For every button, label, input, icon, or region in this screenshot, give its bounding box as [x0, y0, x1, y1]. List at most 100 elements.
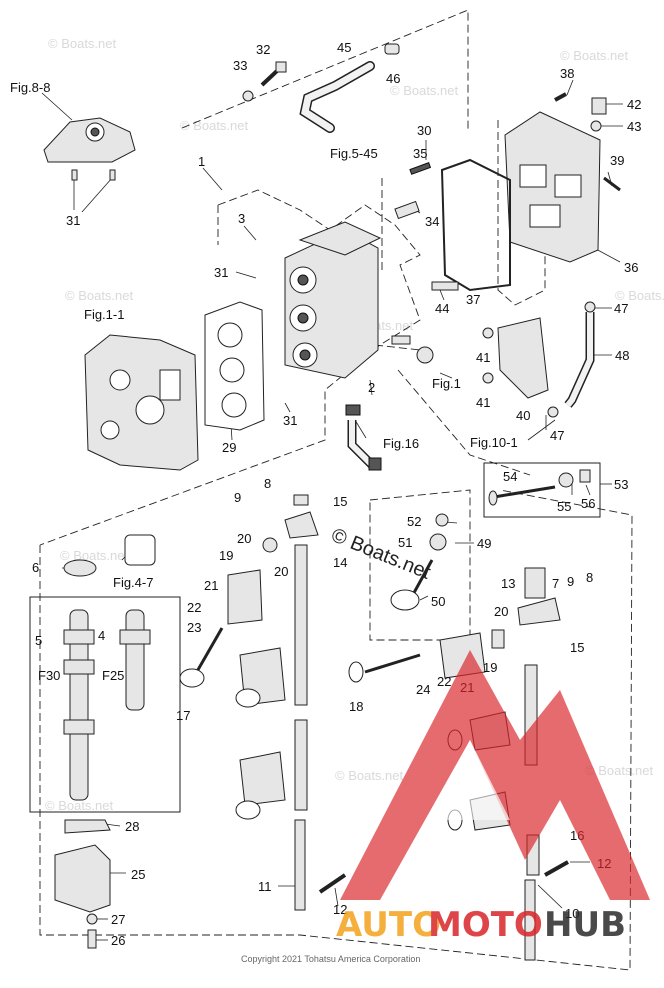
- part-label-f30[interactable]: F30: [38, 668, 60, 683]
- part-label-51[interactable]: 51: [398, 535, 412, 550]
- part-label-12a[interactable]: 12: [333, 902, 347, 917]
- watermark: © Boats.net: [45, 798, 114, 813]
- part-label-4[interactable]: 4: [98, 628, 105, 643]
- part-label-47b[interactable]: 47: [550, 428, 564, 443]
- part-label-17[interactable]: 17: [176, 708, 190, 723]
- part-label-31a[interactable]: 31: [66, 213, 80, 228]
- fig-ref-5-45[interactable]: Fig.5-45: [330, 146, 378, 161]
- logo-moto: MOTO: [428, 905, 543, 945]
- part-label-20b[interactable]: 20: [274, 564, 288, 579]
- part-label-39[interactable]: 39: [610, 153, 624, 168]
- part-label-19b[interactable]: 19: [483, 660, 497, 675]
- cylinder-head-drawing: [284, 221, 382, 379]
- part-label-11[interactable]: 11: [258, 879, 272, 894]
- valve-inset-drawing: [390, 513, 449, 611]
- part-label-56[interactable]: 56: [581, 496, 595, 511]
- rocker-assembly-drawing: [179, 494, 347, 911]
- hose-drawing: [299, 43, 400, 133]
- part-label-28[interactable]: 28: [125, 819, 139, 834]
- part-label-46[interactable]: 46: [386, 71, 400, 86]
- part-label-5[interactable]: 5: [35, 633, 42, 648]
- part-label-44[interactable]: 44: [435, 301, 449, 316]
- part-label-22b[interactable]: 22: [437, 674, 451, 689]
- part-label-35[interactable]: 35: [413, 146, 427, 161]
- part-label-9a[interactable]: 9: [234, 490, 241, 505]
- part-label-8a[interactable]: 8: [264, 476, 271, 491]
- part-label-53[interactable]: 53: [614, 477, 628, 492]
- watermark: © Boats.net: [390, 83, 459, 98]
- part-label-24[interactable]: 24: [416, 682, 430, 697]
- thermostat-drawing: [345, 335, 434, 471]
- head-gasket-drawing: [204, 301, 265, 431]
- logo-hub: HUB: [544, 905, 626, 945]
- part-label-37[interactable]: 37: [466, 292, 480, 307]
- watermark: © Boats.net: [615, 288, 664, 303]
- part-label-48[interactable]: 48: [615, 348, 629, 363]
- part-label-3[interactable]: 3: [238, 211, 245, 226]
- part-label-25[interactable]: 25: [131, 867, 145, 882]
- part-label-9b[interactable]: 9: [567, 574, 574, 589]
- watermark: © Boats.net: [335, 768, 404, 783]
- watermark: © Boats.net: [180, 118, 249, 133]
- part-label-42[interactable]: 42: [627, 97, 641, 112]
- part-label-26[interactable]: 26: [111, 933, 125, 948]
- part-label-55[interactable]: 55: [557, 499, 571, 514]
- watermark: © Boats.net: [48, 36, 117, 51]
- watermark: © Boats.net: [585, 763, 654, 778]
- part-label-7[interactable]: 7: [552, 576, 559, 591]
- leader-lines: [41, 79, 623, 941]
- fig-ref-10-1[interactable]: Fig.10-1: [470, 435, 518, 450]
- part-label-54[interactable]: 54: [503, 469, 517, 484]
- fig-ref-1[interactable]: Fig.1: [432, 376, 461, 391]
- part-label-8b[interactable]: 8: [586, 570, 593, 585]
- part-label-41a[interactable]: 41: [476, 350, 490, 365]
- part-label-34[interactable]: 34: [425, 214, 439, 229]
- part-label-19a[interactable]: 19: [219, 548, 233, 563]
- part-label-13[interactable]: 13: [501, 576, 515, 591]
- part-label-47a[interactable]: 47: [614, 301, 628, 316]
- part-label-45[interactable]: 45: [337, 40, 351, 55]
- part-label-23[interactable]: 23: [187, 620, 201, 635]
- part-label-43[interactable]: 43: [627, 119, 641, 134]
- fig-ref-16[interactable]: Fig.16: [383, 436, 419, 451]
- automotohub-logo: AUTO MOTO HUB: [336, 650, 650, 945]
- engine-block-drawing: [84, 334, 199, 471]
- fig-ref-8-8[interactable]: Fig.8-8: [10, 80, 50, 95]
- part-label-30[interactable]: 30: [417, 123, 431, 138]
- part-label-36[interactable]: 36: [624, 260, 638, 275]
- part-label-32[interactable]: 32: [256, 42, 270, 57]
- part-label-6[interactable]: 6: [32, 560, 39, 575]
- part-label-1[interactable]: 1: [198, 154, 205, 169]
- part-label-15b[interactable]: 15: [570, 640, 584, 655]
- part-label-33[interactable]: 33: [233, 58, 247, 73]
- part-label-21a[interactable]: 21: [204, 578, 218, 593]
- part-label-f25[interactable]: F25: [102, 668, 124, 683]
- part-label-40[interactable]: 40: [516, 408, 530, 423]
- part-label-38[interactable]: 38: [560, 66, 574, 81]
- part-label-31c[interactable]: 31: [283, 413, 297, 428]
- part-label-41b[interactable]: 41: [476, 395, 490, 410]
- bracket-drawing: [43, 117, 136, 181]
- watermark: © Boats.net: [560, 48, 629, 63]
- fig-ref-4-7[interactable]: Fig.4-7: [113, 575, 153, 590]
- figure-references: Fig.8-8 Fig.5-45 Fig.1-1 Fig.1 Fig.16 Fi…: [10, 80, 518, 590]
- part-label-2[interactable]: 2: [368, 380, 375, 395]
- part-label-27[interactable]: 27: [111, 912, 125, 927]
- part-label-20a[interactable]: 20: [237, 531, 251, 546]
- copyright-text: Copyright 2021 Tohatsu America Corporati…: [241, 954, 420, 964]
- grouping-lines: [39, 9, 633, 971]
- part-label-20c[interactable]: 20: [494, 604, 508, 619]
- part-label-14[interactable]: 14: [333, 555, 347, 570]
- part-label-49[interactable]: 49: [477, 536, 491, 551]
- part-label-18[interactable]: 18: [349, 699, 363, 714]
- part-label-52[interactable]: 52: [407, 514, 421, 529]
- part-label-50[interactable]: 50: [431, 594, 445, 609]
- part-label-31b[interactable]: 31: [214, 265, 228, 280]
- part-label-15a[interactable]: 15: [333, 494, 347, 509]
- fig-ref-1-1[interactable]: Fig.1-1: [84, 307, 124, 322]
- part-label-22a[interactable]: 22: [187, 600, 201, 615]
- part-label-29[interactable]: 29: [222, 440, 236, 455]
- watermark-layer: © Boats.net © Boats.net © Boats.net © Bo…: [45, 36, 664, 813]
- part-label-10[interactable]: 10: [565, 906, 579, 921]
